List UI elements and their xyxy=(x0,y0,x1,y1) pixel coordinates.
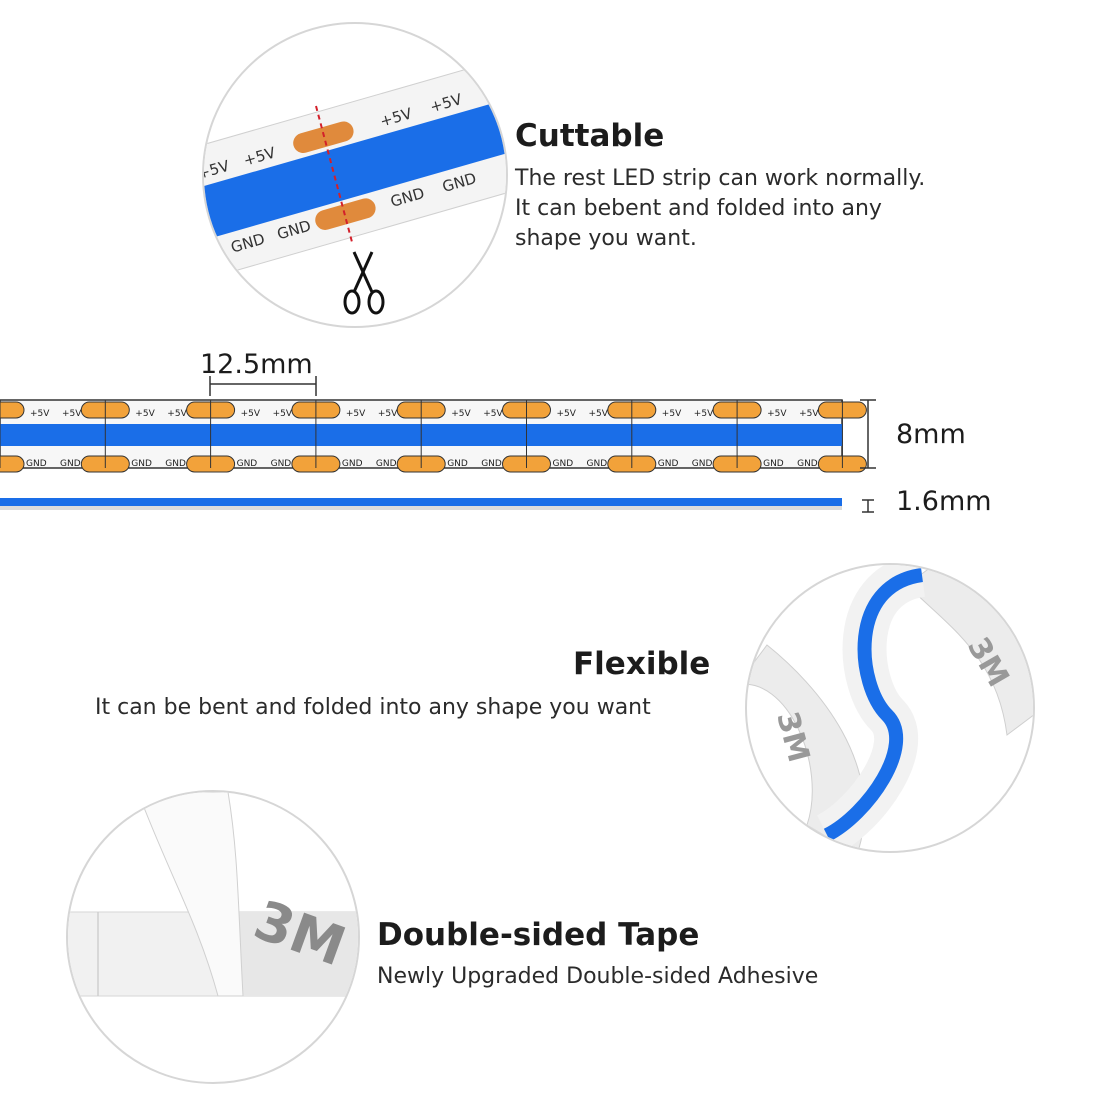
label-5v: +5V xyxy=(62,409,82,419)
label-gnd: GND xyxy=(237,459,258,469)
flexible-title: Flexible xyxy=(573,646,711,682)
cuttable-closeup-illustration: +5V +5V +5V +5V GND GND GND GND xyxy=(204,48,506,315)
label-gnd: GND xyxy=(26,459,47,469)
tape-description: Newly Upgraded Double-sided Adhesive xyxy=(377,964,819,989)
flexible-description: It can be bent and folded into any shape… xyxy=(95,695,651,720)
strip-segments: +5V +5V GND GND +5V +5V GND GND +5V +5V GND GND +5V +… xyxy=(0,400,867,473)
strip-thickness-label: 1.6mm xyxy=(896,486,992,517)
label-5v: +5V xyxy=(557,409,577,419)
label-5v: +5V xyxy=(30,409,50,419)
label-5v: +5V xyxy=(589,409,609,419)
label-gnd: GND xyxy=(165,459,186,469)
label-5v: +5V xyxy=(694,409,714,419)
label-gnd: GND xyxy=(763,459,784,469)
peeled-liner xyxy=(137,792,244,997)
label-5v: +5V xyxy=(135,409,155,419)
label-gnd: GND xyxy=(797,459,818,469)
strip-closeup-led-band xyxy=(204,87,506,254)
cuttable-title: Cuttable xyxy=(515,118,665,154)
label-gnd: GND xyxy=(553,459,574,469)
solder-pad xyxy=(0,455,25,473)
tape-title: Double-sided Tape xyxy=(377,917,700,953)
label-gnd: GND xyxy=(481,459,502,469)
label-gnd: GND xyxy=(342,459,363,469)
strip-profile-backing xyxy=(0,506,842,510)
label-gnd: GND xyxy=(658,459,679,469)
label-gnd: GND xyxy=(60,459,81,469)
tape-backing xyxy=(747,644,865,851)
pad-pitch-label: 12.5mm xyxy=(200,349,313,380)
cuttable-closeup-circle: +5V +5V +5V +5V GND GND GND GND xyxy=(202,22,508,328)
label-5v: +5V xyxy=(767,409,787,419)
flexible-closeup-circle: 3M 3M xyxy=(745,563,1035,853)
label-gnd: GND xyxy=(692,459,713,469)
label-gnd: GND xyxy=(447,459,468,469)
label-5v: +5V xyxy=(167,409,187,419)
label-gnd: GND xyxy=(131,459,152,469)
strip-profile xyxy=(0,498,842,506)
tape-backing xyxy=(906,565,1033,736)
label-gnd: GND xyxy=(271,459,292,469)
label-gnd: GND xyxy=(587,459,608,469)
label-5v: +5V xyxy=(451,409,471,419)
label-5v: +5V xyxy=(273,409,293,419)
label-5v: +5V xyxy=(346,409,366,419)
label-5v: +5V xyxy=(662,409,682,419)
cuttable-line-1: The rest LED strip can work normally. xyxy=(515,166,926,191)
cut-line xyxy=(315,105,353,243)
label-5v: +5V xyxy=(378,409,398,419)
flex-strip-led-band xyxy=(823,568,924,842)
cuttable-description: The rest LED strip can work normally. It… xyxy=(515,164,995,254)
strip-dimension-diagram: +5V +5V GND GND +5V +5V GND GND +5V +5V GND GND +5V +… xyxy=(0,376,876,513)
cuttable-line-2: It can bebent and folded into any xyxy=(515,196,882,221)
flexible-strip-illustration: 3M 3M xyxy=(747,565,1033,851)
strip-closeup-pad xyxy=(293,121,354,154)
label-gnd: GND xyxy=(376,459,397,469)
strip-width-label: 8mm xyxy=(896,419,966,450)
solder-pad xyxy=(0,401,25,419)
tape-peel-illustration: 3M xyxy=(68,792,358,997)
scissors-icon xyxy=(343,251,385,315)
tape-closeup-circle: 3M xyxy=(66,790,360,1084)
cuttable-line-3: shape you want. xyxy=(515,226,697,251)
label-5v: +5V xyxy=(241,409,261,419)
label-5v: +5V xyxy=(799,409,819,419)
tape-exposed-adhesive xyxy=(238,912,358,996)
label-5v: +5V xyxy=(483,409,503,419)
